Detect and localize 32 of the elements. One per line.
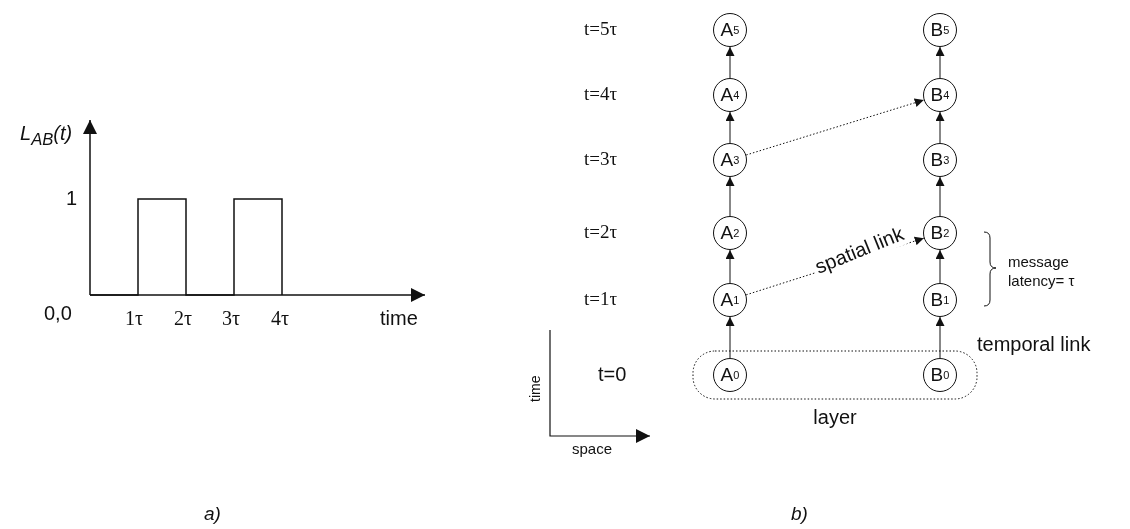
arrow xyxy=(935,249,945,284)
arrow xyxy=(935,46,945,79)
arrow xyxy=(725,176,735,217)
note-text: message latency= τ xyxy=(1008,252,1076,290)
arrow xyxy=(725,46,735,79)
arrow xyxy=(935,176,945,217)
tick-label: 4τ xyxy=(271,307,290,330)
origin-label: 0,0 xyxy=(44,302,72,325)
edge-label: temporal link xyxy=(975,333,1093,356)
arrow xyxy=(725,316,735,359)
arrow xyxy=(935,316,945,359)
time-label: t=5τ xyxy=(584,18,618,40)
group-label: layer xyxy=(812,406,858,429)
time-label: t=4τ xyxy=(584,83,618,105)
axis-title: space xyxy=(572,440,613,457)
axis-title: time xyxy=(380,307,418,330)
arrow xyxy=(725,249,735,284)
time-label: t=3τ xyxy=(584,148,618,170)
arrow xyxy=(935,111,945,144)
time-label: t=1τ xyxy=(584,288,618,310)
tick-label: 1τ xyxy=(125,307,144,330)
dotted-arrow xyxy=(745,98,925,156)
panel-label: a) xyxy=(204,503,221,525)
arrow xyxy=(725,111,735,144)
time-label: t=2τ xyxy=(584,221,618,243)
axis-title: time xyxy=(527,375,543,402)
time-label: t=0 xyxy=(598,363,627,386)
axis-title: L$_{AB}$(t) xyxy=(20,122,73,150)
tick-label: 3τ xyxy=(222,307,241,330)
tick-label: 2τ xyxy=(174,307,193,330)
panel-label: b) xyxy=(791,503,808,525)
tick-label: 1 xyxy=(66,187,78,210)
